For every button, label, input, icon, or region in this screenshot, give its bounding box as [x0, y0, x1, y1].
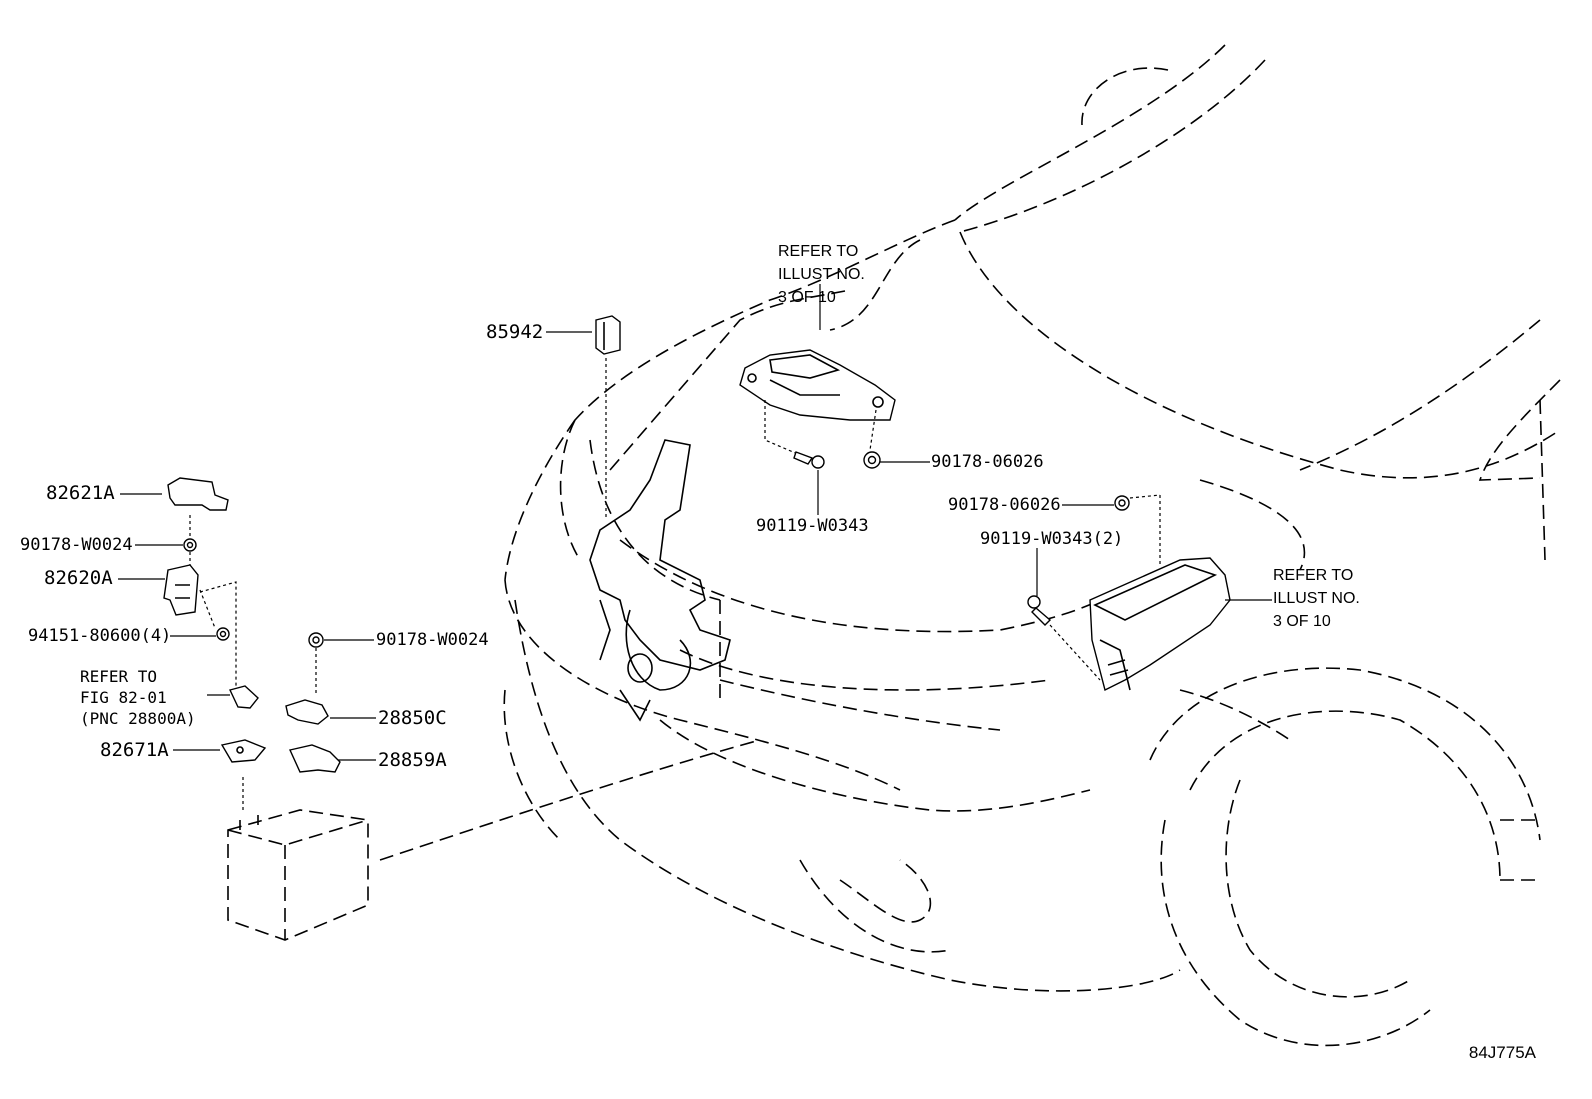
label-90178-W0024-left[interactable]: 90178-W0024	[20, 535, 133, 555]
note-refer-illust-top-line2: ILLUST NO.	[778, 266, 865, 283]
note-refer-fig-line3: (PNC 28800A)	[80, 709, 196, 728]
vehicle-body-outline	[379, 44, 1561, 1047]
note-refer-illust-right-line2: ILLUST NO.	[1273, 590, 1360, 607]
part-82621A-drawing	[167, 477, 229, 511]
note-refer-fig-line1: REFER TO	[80, 667, 158, 686]
label-82621A[interactable]: 82621A	[46, 482, 115, 504]
nut-90178-06026-right-drawing	[1114, 495, 1130, 511]
label-90178-W0024-right[interactable]: 90178-W0024	[376, 630, 489, 650]
bolt-90119-W0343-right-drawing	[1027, 595, 1052, 626]
leader-lines	[118, 284, 1272, 761]
label-94151-80600[interactable]: 94151-80600(4)	[28, 626, 172, 646]
part-82671A-drawing	[220, 739, 267, 763]
nut-94151-drawing	[216, 627, 230, 641]
ecu-module-right-drawing	[1049, 494, 1231, 692]
label-90178-06026-top[interactable]: 90178-06026	[931, 452, 1044, 472]
note-refer-fig-line2: FIG 82-01	[80, 688, 167, 707]
note-refer-illust-right[interactable]: REFER TO ILLUST NO. 3 OF 10	[1273, 564, 1360, 633]
label-90119-W0343-top[interactable]: 90119-W0343	[756, 516, 869, 536]
note-refer-illust-right-line1: REFER TO	[1273, 567, 1354, 584]
nut-90178-W0024-right-drawing	[308, 632, 324, 695]
label-90119-W0343-2[interactable]: 90119-W0343(2)	[980, 529, 1124, 549]
label-82620A[interactable]: 82620A	[44, 567, 113, 589]
figure-code: 84J775A	[1468, 1043, 1536, 1062]
battery-drawing	[227, 775, 369, 941]
part-28859A-drawing	[289, 744, 341, 773]
assembly-guide-lines-left	[189, 515, 237, 686]
label-90178-06026-right[interactable]: 90178-06026	[948, 495, 1061, 515]
note-refer-illust-top-line3: 3 OF 10	[778, 289, 836, 306]
nut-90178-06026-top-drawing	[863, 451, 881, 469]
nut-90178-W0024-left-drawing	[183, 538, 197, 552]
note-refer-illust-top[interactable]: REFER TO ILLUST NO. 3 OF 10	[778, 240, 865, 309]
radiator-support-drawing	[589, 439, 731, 722]
bolt-90119-W0343-top-drawing	[793, 451, 825, 469]
part-85942-drawing	[595, 315, 621, 520]
note-refer-illust-top-line1: REFER TO	[778, 243, 859, 260]
ecu-module-top-drawing	[739, 349, 896, 456]
note-refer-fig[interactable]: REFER TO FIG 82-01 (PNC 28800A)	[80, 666, 196, 729]
label-28850C[interactable]: 28850C	[378, 707, 447, 729]
label-85942[interactable]: 85942	[486, 321, 544, 343]
part-82620A-drawing	[163, 564, 199, 616]
note-refer-illust-right-line3: 3 OF 10	[1273, 613, 1331, 630]
sensor-28850C-drawing	[285, 699, 329, 725]
clamp-pnc-28800A-drawing	[229, 685, 259, 709]
label-28859A[interactable]: 28859A	[378, 749, 447, 771]
label-82671A[interactable]: 82671A	[100, 739, 169, 761]
